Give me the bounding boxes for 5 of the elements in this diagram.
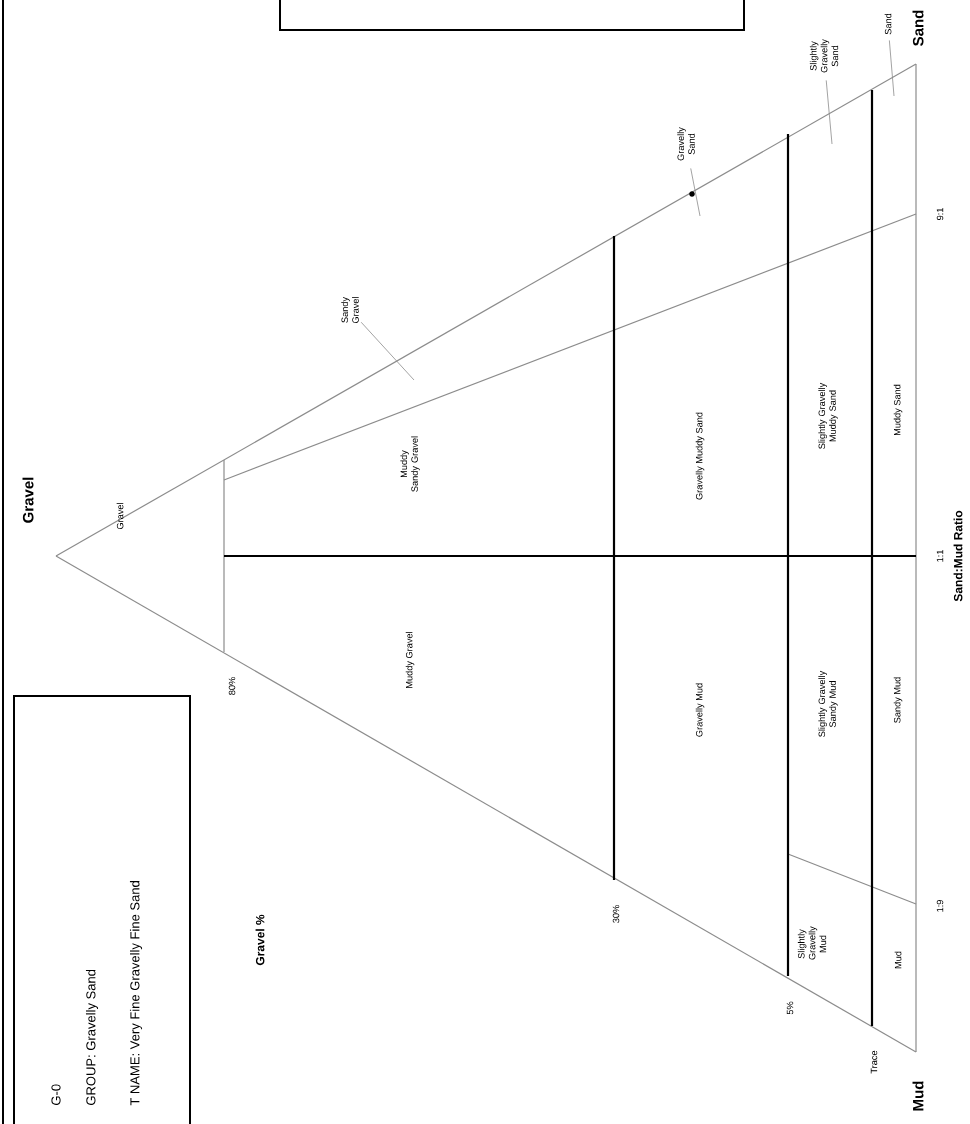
leader-line <box>690 168 701 217</box>
leader-line <box>360 321 415 381</box>
text-box <box>279 0 745 31</box>
leader-line <box>888 40 895 97</box>
leader-line <box>825 80 833 145</box>
